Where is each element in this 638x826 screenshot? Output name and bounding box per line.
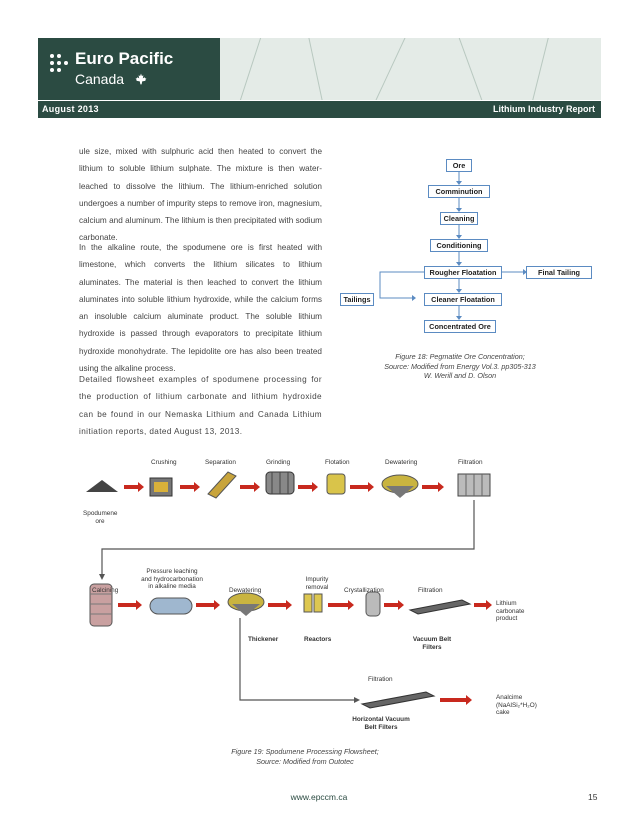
report-title: Lithium Industry Report bbox=[493, 104, 595, 114]
flow-connectors bbox=[379, 172, 527, 320]
label-reactors: Reactors bbox=[304, 636, 332, 643]
page-number: 15 bbox=[588, 792, 598, 802]
filter-press-icon bbox=[457, 473, 491, 497]
body-paragraph: Detailed flowsheet examples of spodumene… bbox=[79, 375, 322, 436]
flow-node-ore: Ore bbox=[446, 159, 472, 172]
grinding-mill-icon bbox=[265, 471, 295, 495]
flow-node-cleaner: Cleaner Floatation bbox=[424, 293, 502, 306]
crusher-icon bbox=[149, 477, 173, 497]
crystallizer-icon bbox=[365, 591, 381, 617]
brand-name: Euro Pacific bbox=[75, 49, 174, 68]
ore-pile-icon bbox=[86, 480, 118, 492]
label-spodumene-ore: Spodumene ore bbox=[83, 510, 118, 525]
figure-19-caption: Figure 19: Spodumene Processing Flowshee… bbox=[231, 747, 379, 766]
calciner-icon bbox=[89, 583, 113, 627]
autoclave-icon bbox=[149, 597, 193, 615]
label-lithium-carbonate-product: Lithium carbonate product bbox=[496, 600, 525, 622]
vacuum-belt-filter-icon bbox=[408, 599, 472, 615]
body-paragraph: ule size, mixed with sulphuric acid then… bbox=[79, 147, 322, 243]
report-date: August 2013 bbox=[42, 104, 99, 114]
header-bar: August 2013 Lithium Industry Report bbox=[38, 101, 601, 118]
label-crushing: Crushing bbox=[151, 459, 177, 466]
label-analcime-cake: Analcime (NaAlSi₂*H₂O) cake bbox=[496, 694, 537, 716]
figure-18-caption: Figure 18: Pegmatite Ore Concentration; … bbox=[384, 352, 536, 380]
flow-node-final-tailing: Final Tailing bbox=[526, 266, 592, 279]
flow-node-cleaning: Cleaning bbox=[440, 212, 478, 225]
label-vacuum-belt-filters: Vacuum Belt Filters bbox=[412, 636, 452, 651]
label-calcining: Calcining bbox=[92, 587, 119, 594]
header-banner bbox=[220, 38, 601, 100]
thickener-icon bbox=[381, 474, 419, 498]
horizontal-vacuum-filter-icon bbox=[360, 691, 436, 709]
flow-node-comminution: Comminution bbox=[428, 185, 490, 198]
maple-leaf-icon bbox=[135, 73, 147, 85]
flotation-cell-icon bbox=[326, 473, 346, 495]
brand-sub: Canada bbox=[75, 71, 125, 87]
process-flowsheet bbox=[86, 471, 492, 709]
separator-icon bbox=[207, 471, 237, 499]
label-impurity-removal: Impurity removal bbox=[305, 576, 329, 591]
reactor-icon bbox=[303, 593, 323, 613]
label-flotation: Flotation bbox=[325, 459, 350, 466]
flow-node-conditioning: Conditioning bbox=[430, 239, 488, 252]
label-grinding: Grinding bbox=[266, 459, 291, 466]
logo-dots-icon bbox=[50, 54, 68, 76]
brand-logo: Euro Pacific Canada bbox=[38, 38, 220, 100]
label-filtration-2: Filtration bbox=[418, 587, 443, 594]
flow-node-rougher: Rougher Floatation bbox=[424, 266, 502, 279]
body-paragraph: In the alkaline route, the spodumene ore… bbox=[79, 243, 322, 374]
thickener-icon bbox=[227, 592, 265, 616]
flow-node-concentrated: Concentrated Ore bbox=[424, 320, 496, 333]
label-dewatering: Dewatering bbox=[385, 459, 418, 466]
label-horizontal-vacuum-belt-filters: Horizontal Vacuum Belt Filters bbox=[352, 716, 410, 731]
report-header: Euro Pacific Canada bbox=[38, 38, 601, 100]
label-crystallization: Crystallization bbox=[344, 587, 384, 594]
label-filtration-3: Filtration bbox=[368, 676, 393, 683]
footer-url[interactable]: www.epccm.ca bbox=[290, 792, 348, 802]
label-thickener: Thickener bbox=[248, 636, 279, 643]
flow-node-tailings: Tailings bbox=[340, 293, 374, 306]
label-pressure-leaching: Pressure leaching and hydrocarbonation i… bbox=[141, 568, 203, 590]
label-dewatering-2: Dewatering bbox=[229, 587, 262, 594]
label-filtration: Filtration bbox=[458, 459, 483, 466]
label-separation: Separation bbox=[205, 459, 236, 466]
